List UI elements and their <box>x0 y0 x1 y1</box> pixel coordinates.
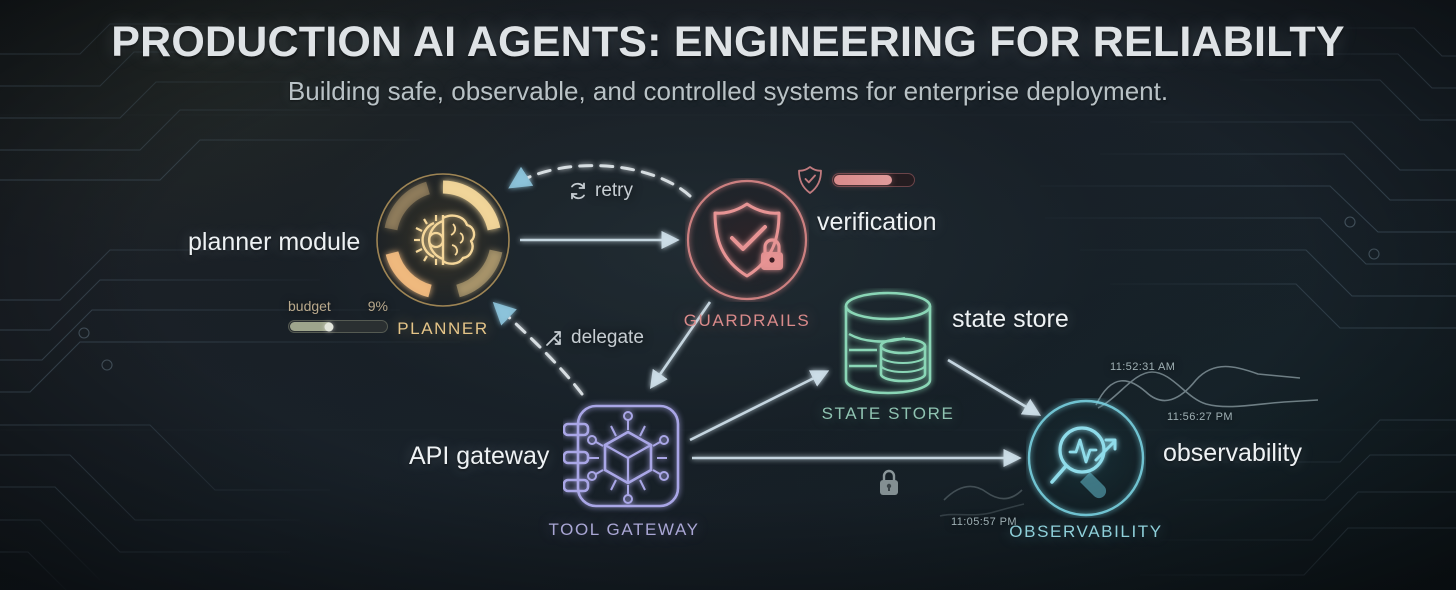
guardrail-progress-bar <box>832 173 915 187</box>
node-caption-guardrails: GUARDRAILS <box>683 311 811 330</box>
page-subtitle: Building safe, observable, and controlle… <box>287 76 1169 106</box>
edge-label-retry-text: retry <box>595 180 633 201</box>
header: PRODUCTION AI AGENTS: ENGINEERING FOR RE… <box>0 18 1456 107</box>
database-cylinder-icon <box>844 291 932 395</box>
annotation-verification: verification <box>817 208 937 236</box>
guardrails-ring <box>686 179 808 301</box>
guardrail-progress-fill <box>834 175 893 185</box>
shield-check-icon <box>798 166 822 194</box>
node-caption-observability: OBSERVABILITY <box>1009 522 1163 541</box>
magnifier-pulse-icon <box>1027 399 1145 517</box>
budget-label: budget <box>288 298 331 314</box>
branch-arrows-icon <box>546 331 561 346</box>
annotation-api-gateway: API gateway <box>409 442 550 470</box>
node-guardrails[interactable]: GUARDRAILS <box>684 178 809 330</box>
budget-widget[interactable]: budget 9% <box>288 298 388 333</box>
edge-label-retry: retry <box>568 180 633 202</box>
telemetry-timestamp-1: 11:52:31 AM <box>1110 361 1176 373</box>
node-caption-statestore: STATE STORE <box>821 404 955 423</box>
refresh-icon <box>571 182 585 200</box>
node-caption-planner: PLANNER <box>397 319 489 338</box>
node-caption-toolgateway: TOOL GATEWAY <box>548 520 700 539</box>
budget-slider-knob[interactable] <box>324 322 334 331</box>
telemetry-timestamp-2: 11:56:27 PM <box>1167 411 1233 423</box>
guardrail-badge <box>797 165 915 195</box>
node-planner[interactable]: PLANNER <box>374 171 512 338</box>
annotation-planner-module: planner module <box>188 228 361 256</box>
budget-slider[interactable] <box>288 320 388 333</box>
planner-ring <box>376 173 510 307</box>
budget-value: 9% <box>367 298 388 314</box>
page-title: PRODUCTION AI AGENTS: ENGINEERING FOR RE… <box>111 18 1345 66</box>
edge-label-delegate-text: delegate <box>571 327 644 348</box>
lock-icon <box>880 469 898 495</box>
node-observability[interactable]: OBSERVABILITY <box>1009 398 1161 541</box>
node-toolgateway[interactable]: TOOL GATEWAY <box>548 398 698 539</box>
lock-icon <box>761 238 783 270</box>
edge-label-delegate: delegate <box>544 327 644 349</box>
chip-cube-icon <box>562 404 680 508</box>
node-statestore[interactable]: STATE STORE <box>822 288 953 423</box>
telemetry-timestamp-3: 11:05:57 PM <box>951 516 1017 528</box>
annotation-state-store: state store <box>952 305 1069 333</box>
annotation-observability: observability <box>1163 439 1302 467</box>
budget-widget-row: budget 9% <box>288 298 388 314</box>
budget-slider-fill <box>290 322 334 331</box>
